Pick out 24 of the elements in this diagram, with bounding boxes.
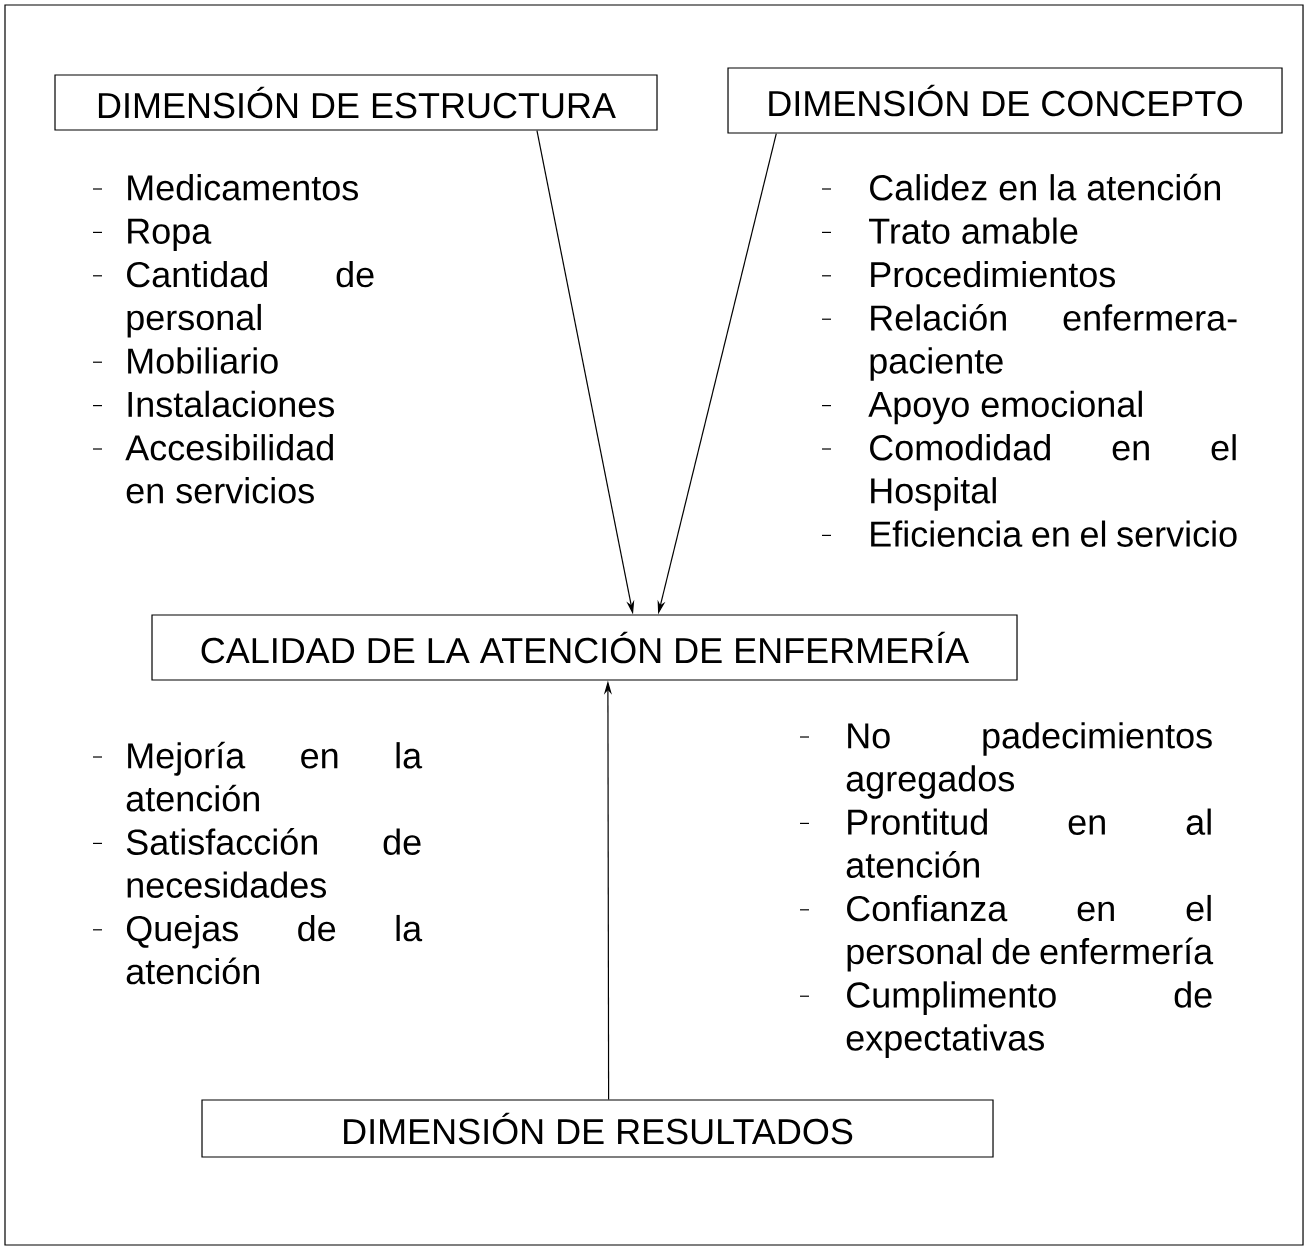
list-item: Mejoría en la atención <box>126 741 423 812</box>
list-item: Cumplimento de expectativas <box>846 981 1212 1058</box>
list-item: Confianza en el personal de enfermería <box>847 894 1214 972</box>
list-item: Procedimientos <box>871 260 1115 288</box>
list-item: Apoyo emocional <box>868 390 1142 425</box>
list-item: Instalaciones <box>128 390 334 418</box>
list-item: Relación enfermera-paciente <box>870 303 1237 381</box>
dimension-box: DIMENSIÓN DE CONCEPTO <box>727 67 1283 134</box>
dimension-box: DIMENSIÓN DE RESULTADOS <box>201 1099 994 1158</box>
list-item: Eficiencia en el servicio <box>871 520 1237 547</box>
list-item: Quejas de la atención <box>126 914 423 985</box>
dimension-box: DIMENSIÓN DE ESTRUCTURA <box>54 74 658 131</box>
list-item: Calidez en la atención <box>870 173 1220 201</box>
list-item: Prontitud en al atención <box>846 808 1211 878</box>
list-item: Trato amable <box>869 217 1078 244</box>
list-item: No padecimientos agregados <box>846 722 1212 799</box>
list-item: Medicamentos <box>128 174 358 201</box>
list-item: Ropa <box>128 218 212 252</box>
list-item: Accesibilidad en servicios <box>125 434 333 504</box>
list-item: Satisfacción de necesidades <box>126 828 421 898</box>
list-item: Mobiliario <box>128 347 278 374</box>
list-item: Cantidad de personal <box>127 260 374 338</box>
list-item: Comodidad en el Hospital <box>870 434 1236 511</box>
dimension-box: CALIDAD DE LA ATENCIÓN DE ENFERMERÍA <box>151 614 1018 681</box>
